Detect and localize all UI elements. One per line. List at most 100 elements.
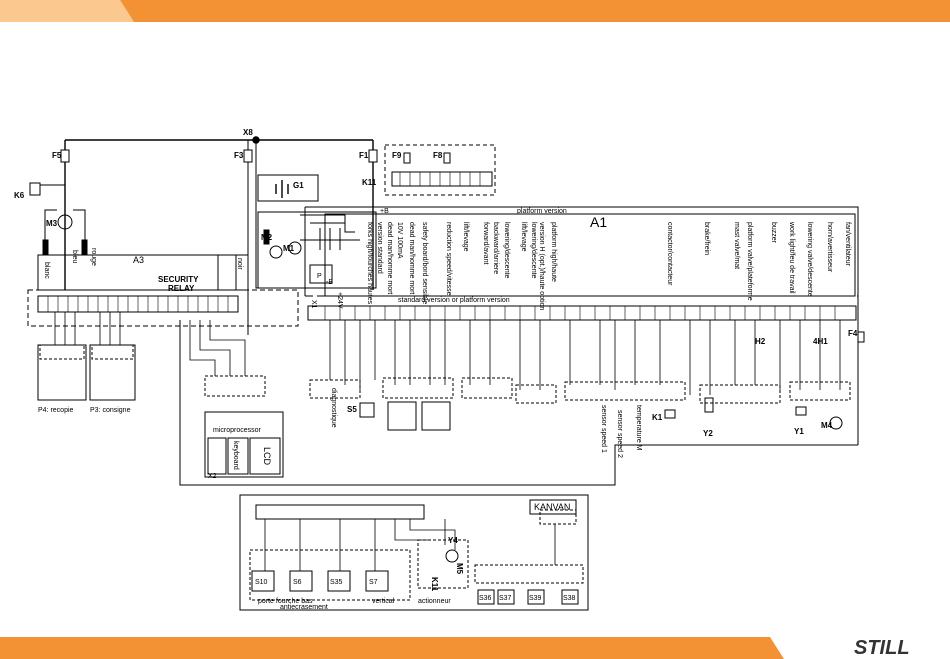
fuse-f8	[443, 152, 451, 164]
terminal-strip-3	[461, 377, 513, 399]
a1-output-label: contactor/contacteur	[666, 222, 673, 286]
terminal-strip-4	[515, 384, 557, 404]
pot-p4-connector	[39, 344, 85, 360]
fuse-f3	[243, 149, 253, 163]
label-platform-version: platform version	[517, 208, 567, 215]
switch-s35-box	[327, 570, 351, 592]
label-standard-version: standard version or platform version	[398, 297, 510, 304]
a1-output-label: platform high/haute	[550, 222, 557, 282]
switch-s6-box	[289, 570, 313, 592]
label-diagnostique: diagnostique	[330, 388, 337, 428]
mp-part-keyboard	[227, 437, 249, 475]
a1-controller-inner	[324, 213, 856, 297]
kanvan-crush: antiecrasement	[280, 604, 328, 611]
label-x2: X2	[208, 473, 217, 480]
label-blanc: blanc	[43, 262, 50, 279]
a3-pin-dividers	[47, 296, 229, 312]
ref-h2: H2	[755, 337, 766, 346]
a1-output-label: reduction speed/vitesse	[445, 222, 452, 296]
wires-microprocessor	[189, 320, 246, 376]
ref-k11: K11	[362, 178, 377, 187]
kanvan-s37: S37	[499, 595, 512, 602]
m1-wiring	[300, 214, 360, 250]
valve-y1	[795, 406, 807, 416]
label-lcd: LCD	[262, 447, 272, 466]
a1-output-label: lift/levage	[462, 222, 469, 252]
a1-frame-top	[305, 206, 859, 296]
label-temperature: temperature M	[635, 405, 642, 451]
kanvan-connector-right	[539, 509, 577, 525]
a1-output-label: buzzer	[770, 222, 777, 244]
kanvan-actuator: actionneur	[418, 598, 451, 605]
kanvan-wires	[264, 519, 556, 571]
a1-output-label: work light/feu de travail	[788, 221, 795, 294]
kanvan-s6: S6	[293, 579, 302, 586]
a1-output-label: forward/avant	[482, 222, 489, 264]
a1-output-label: lowering valve/descente	[806, 222, 813, 297]
ref-y2: Y2	[703, 429, 713, 438]
relay-k6	[29, 182, 41, 196]
terminal-strip-6	[699, 384, 781, 404]
ref-a1: A1	[590, 214, 607, 230]
relay-k1	[664, 409, 676, 419]
ref-m4: M4	[821, 421, 833, 430]
label-minus-b: -B	[326, 279, 333, 286]
kanvan-forks-low: porte fourche bas	[258, 598, 313, 605]
microprocessor-box	[204, 411, 284, 478]
a1-output-label: forks high/fourches hautes	[366, 222, 373, 305]
a1-output-label: lift/levage	[520, 222, 527, 252]
kanvan-y4: Y4	[448, 536, 458, 545]
terminal-m2	[263, 229, 270, 245]
pot-p3-box	[89, 344, 136, 401]
label-p4-recopie: P4: recopie	[38, 407, 74, 414]
wires-pots	[54, 312, 121, 345]
terminal-strip-diag	[309, 379, 361, 399]
kanvan-title: KANVAN	[534, 502, 570, 512]
mp-part-lcd	[249, 437, 281, 475]
ref-k1: K1	[652, 413, 663, 422]
label-microprocessor: microprocessor	[213, 427, 262, 434]
a1-output-label: fan/ventilateur	[844, 222, 851, 267]
switch-s37-box	[497, 589, 515, 605]
kanvan-s7: S7	[369, 579, 378, 586]
optional-fuse-box	[384, 144, 496, 196]
label-rouge: rouge	[90, 248, 97, 266]
switch-s7-box	[365, 570, 389, 592]
a1-output-label: 10V 100mA	[396, 222, 403, 259]
still-logo: STILL	[854, 637, 910, 658]
switch-s10-box	[251, 570, 275, 592]
motor-m2	[269, 245, 283, 259]
a1-output-label: dead man/homme mort	[386, 222, 393, 294]
p-box-label: P	[317, 273, 322, 280]
actuator-box	[417, 539, 469, 589]
ref-s5: S5	[347, 405, 357, 414]
switch-s39-box	[527, 589, 545, 605]
motor-m4	[829, 416, 843, 430]
a1-output-label: platform valve/plateforme	[746, 222, 753, 301]
a1-connector-pins	[324, 306, 836, 320]
pot-p3-connector	[91, 344, 134, 360]
terminal-bleu	[81, 239, 88, 256]
battery-g1	[275, 180, 289, 198]
security-relay-line-2: RELAY	[168, 284, 195, 293]
ref-f3: F3	[234, 151, 244, 160]
ref-m3: M3	[46, 219, 58, 228]
terminal-strip-5	[564, 381, 686, 401]
motor-m1	[288, 241, 302, 255]
bottom-orange-band	[0, 637, 784, 659]
fuse-f5	[60, 149, 70, 163]
kanvan-s35: S35	[330, 579, 343, 586]
top-band-light-segment	[0, 0, 134, 22]
fuse-f9	[403, 152, 411, 164]
label-keyboard: keyboard	[232, 441, 239, 470]
kanvan-vertical: vertical	[372, 598, 395, 605]
a1-output-label: mast valve/mat	[733, 222, 740, 269]
p-box	[309, 264, 333, 284]
security-relay-line-1: SECURITY	[158, 275, 199, 284]
a1-output-label: lowering/descente	[530, 222, 537, 279]
g1-box	[257, 174, 319, 202]
label-noir: noir	[236, 258, 243, 270]
label-plus-b: +B	[380, 208, 389, 215]
